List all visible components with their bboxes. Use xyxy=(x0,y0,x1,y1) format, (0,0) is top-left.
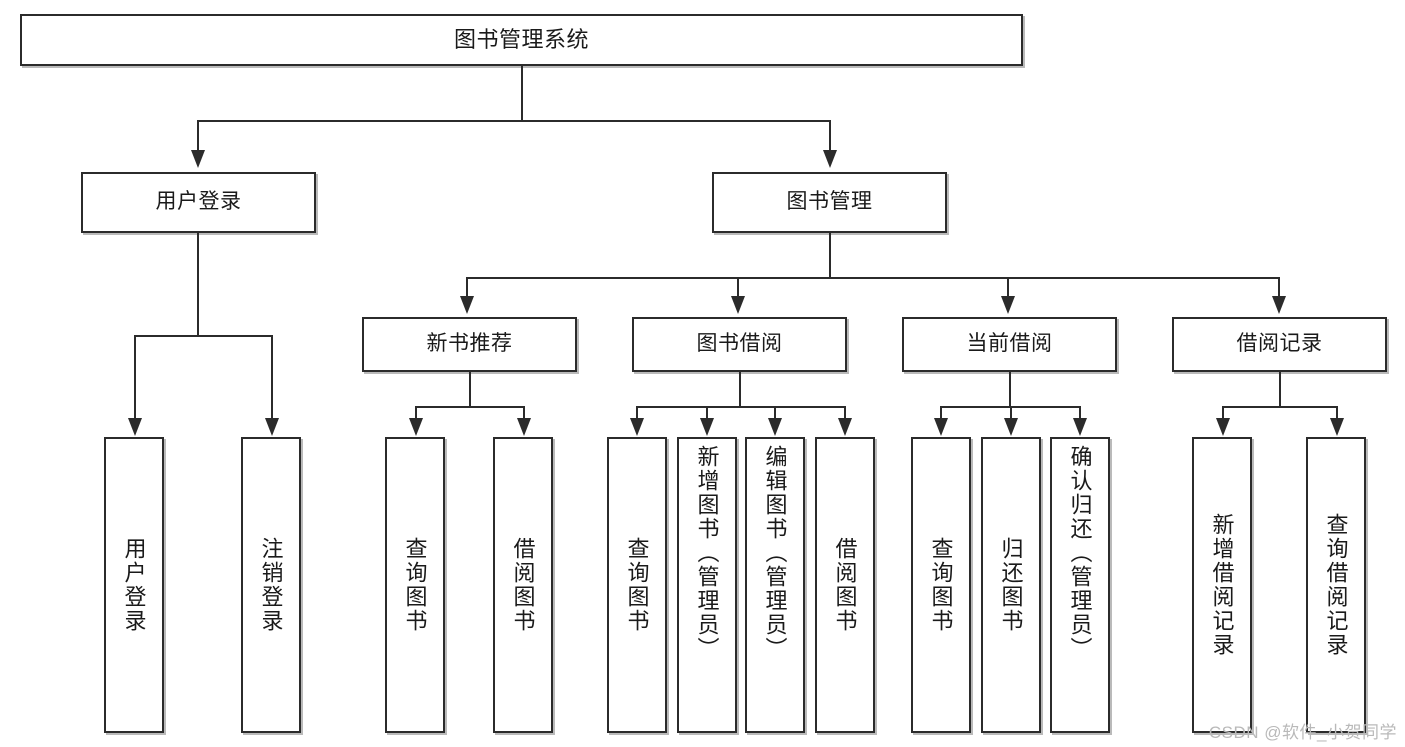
connector-bb-leg-3 xyxy=(774,406,776,420)
connector-root-bus xyxy=(197,120,831,122)
arrowhead-query-borrow-record xyxy=(1330,418,1344,436)
connector-current-borrow-stem xyxy=(1009,372,1011,407)
connector-borrow-record-stem xyxy=(1279,372,1281,407)
arrowhead-query-book-2 xyxy=(630,418,644,436)
node-borrow-book-2[interactable]: 借阅图书 xyxy=(815,437,875,733)
connector-book-manage-leg-4 xyxy=(1278,277,1280,299)
connector-bb-leg-2 xyxy=(706,406,708,420)
arrowhead-confirm-return-admin xyxy=(1073,418,1087,436)
arrowhead-borrow-book-1 xyxy=(517,418,531,436)
node-confirm-return-admin[interactable]: 确认归还（管理员） xyxy=(1050,437,1110,733)
arrowhead-add-book-admin xyxy=(700,418,714,436)
arrowhead-book-manage xyxy=(823,150,837,168)
connector-new-book-recommend-stem xyxy=(469,372,471,407)
connector-cb-leg-1 xyxy=(940,406,942,420)
node-logout-leaf[interactable]: 注销登录 xyxy=(241,437,301,733)
node-add-book-admin[interactable]: 新增图书（管理员） xyxy=(677,437,737,733)
connector-book-manage-bus xyxy=(466,277,1280,279)
connector-user-login-bus xyxy=(134,335,272,337)
node-query-book-2[interactable]: 查询图书 xyxy=(607,437,667,733)
node-label: 用户登录 xyxy=(121,537,147,633)
connector-bb-leg-4 xyxy=(844,406,846,420)
node-label: 编辑图书（管理员） xyxy=(762,445,788,661)
node-user-login[interactable]: 用户登录 xyxy=(81,172,316,233)
node-new-book-recommend[interactable]: 新书推荐 xyxy=(362,317,577,372)
arrowhead-query-book-1 xyxy=(409,418,423,436)
node-query-book-3[interactable]: 查询图书 xyxy=(911,437,971,733)
node-label: 图书管理系统 xyxy=(453,26,589,52)
node-label: 新增借阅记录 xyxy=(1209,513,1235,657)
node-edit-book-admin[interactable]: 编辑图书（管理员） xyxy=(745,437,805,733)
node-label: 查询图书 xyxy=(624,537,650,633)
node-label: 借阅图书 xyxy=(510,537,536,633)
connector-br-leg-1 xyxy=(1222,406,1224,420)
arrowhead-borrow-book-2 xyxy=(838,418,852,436)
node-label: 查询借阅记录 xyxy=(1323,513,1349,657)
node-label: 查询图书 xyxy=(928,537,954,633)
connector-book-borrow-stem xyxy=(739,372,741,407)
connector-root-leg-user-login xyxy=(197,120,199,153)
node-borrow-record[interactable]: 借阅记录 xyxy=(1172,317,1387,372)
connector-root-leg-book-manage xyxy=(829,120,831,153)
node-query-book-1[interactable]: 查询图书 xyxy=(385,437,445,733)
node-label: 新增图书（管理员） xyxy=(694,445,720,661)
connector-bb-leg-1 xyxy=(636,406,638,420)
connector-book-manage-leg-3 xyxy=(1007,277,1009,299)
arrowhead-return-book xyxy=(1004,418,1018,436)
connector-book-manage-leg-2 xyxy=(737,277,739,299)
connector-borrow-record-bus xyxy=(1222,406,1338,408)
node-label: 图书管理 xyxy=(786,190,873,214)
node-borrow-book-1[interactable]: 借阅图书 xyxy=(493,437,553,733)
arrowhead-book-borrow xyxy=(731,296,745,314)
node-label: 查询图书 xyxy=(402,537,428,633)
node-label: 确认归还（管理员） xyxy=(1067,445,1093,661)
connector-book-manage-leg-1 xyxy=(466,277,468,299)
arrowhead-add-borrow-record xyxy=(1216,418,1230,436)
connector-br-leg-2 xyxy=(1336,406,1338,420)
node-user-login-leaf[interactable]: 用户登录 xyxy=(104,437,164,733)
node-book-borrow[interactable]: 图书借阅 xyxy=(632,317,847,372)
node-root-book-management-system[interactable]: 图书管理系统 xyxy=(20,14,1023,66)
connector-nbr-leg-2 xyxy=(523,406,525,420)
arrowhead-query-book-3 xyxy=(934,418,948,436)
node-label: 借阅记录 xyxy=(1236,332,1323,356)
node-book-management[interactable]: 图书管理 xyxy=(712,172,947,233)
arrowhead-user-login-leaf xyxy=(128,418,142,436)
connector-cb-leg-2 xyxy=(1010,406,1012,420)
node-label: 图书借阅 xyxy=(696,332,783,356)
connector-user-login-stem xyxy=(197,233,199,336)
node-label: 归还图书 xyxy=(998,537,1024,633)
connector-book-borrow-bus xyxy=(636,406,846,408)
node-label: 借阅图书 xyxy=(832,537,858,633)
node-add-borrow-record[interactable]: 新增借阅记录 xyxy=(1192,437,1252,733)
connector-user-login-leg-2 xyxy=(271,335,273,420)
node-label: 注销登录 xyxy=(258,537,284,633)
node-query-borrow-record[interactable]: 查询借阅记录 xyxy=(1306,437,1366,733)
node-label: 用户登录 xyxy=(155,190,242,214)
connector-user-login-leg-1 xyxy=(134,335,136,420)
arrowhead-current-borrow xyxy=(1001,296,1015,314)
arrowhead-user-login xyxy=(191,150,205,168)
connector-cb-leg-3 xyxy=(1079,406,1081,420)
arrowhead-edit-book-admin xyxy=(768,418,782,436)
connector-new-book-recommend-bus xyxy=(415,406,525,408)
node-label: 新书推荐 xyxy=(426,332,513,356)
connector-nbr-leg-1 xyxy=(415,406,417,420)
node-label: 当前借阅 xyxy=(966,332,1053,356)
connector-book-manage-stem xyxy=(829,233,831,278)
connector-root-stem xyxy=(521,66,523,121)
node-current-borrow[interactable]: 当前借阅 xyxy=(902,317,1117,372)
arrowhead-borrow-record xyxy=(1272,296,1286,314)
arrowhead-logout-leaf xyxy=(265,418,279,436)
node-return-book[interactable]: 归还图书 xyxy=(981,437,1041,733)
arrowhead-new-book-recommend xyxy=(460,296,474,314)
